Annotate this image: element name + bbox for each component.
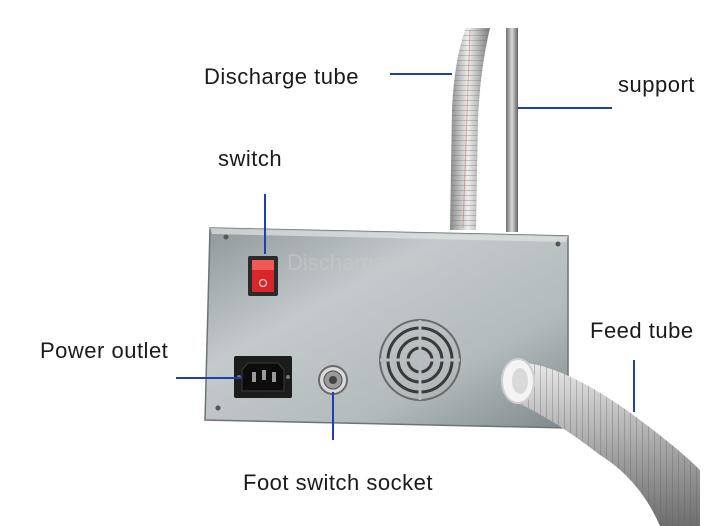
feed-tube-graphic (501, 358, 700, 526)
fan-grill-graphic (379, 319, 461, 401)
housing-graphic (204, 227, 569, 429)
label-support: support (618, 72, 695, 97)
label-feed-tube: Feed tube (590, 318, 694, 343)
watermark-text: Discharge tube (287, 250, 435, 275)
label-power-outlet: Power outlet (40, 338, 169, 363)
leader-lines (176, 73, 635, 440)
label-switch: switch (218, 146, 283, 171)
label-discharge-tube: Discharge tube (204, 64, 359, 89)
rocker-switch-graphic (248, 256, 278, 296)
label-foot-switch-socket: Foot switch socket (243, 470, 433, 495)
power-outlet-graphic (234, 356, 292, 398)
support-rod-graphic (506, 28, 518, 232)
discharge-tube-graphic (450, 28, 490, 230)
foot-socket-graphic (318, 365, 348, 395)
